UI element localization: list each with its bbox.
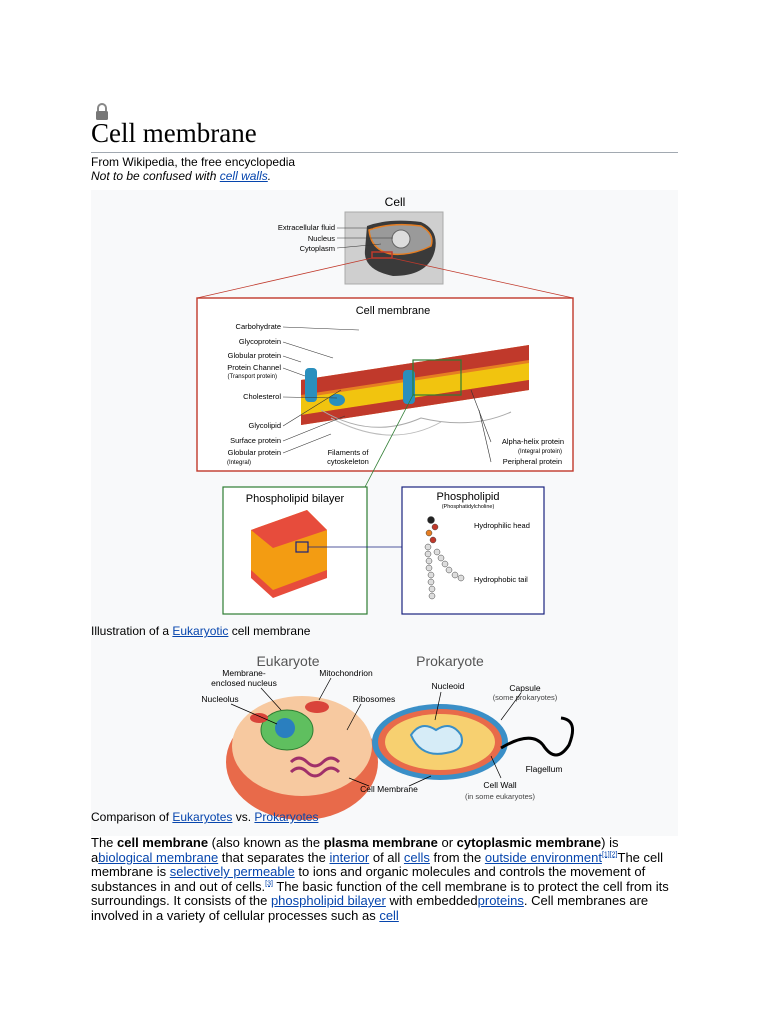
integral-protein [403,370,415,404]
figure1-caption-prefix: Illustration of a [91,624,173,638]
label-alpha-helix: Alpha-helix protein [502,437,564,446]
text-run: or [437,835,457,850]
figure1-caption: Illustration of a Eukaryotic cell membra… [91,624,310,638]
text-run: with embedded [385,893,478,909]
text-run: from the [429,849,485,865]
label-nucleus: Nucleus [308,234,335,243]
cells-link[interactable]: cells [403,849,430,865]
phospholipid-molecule [424,516,465,600]
label-surface-protein: Surface protein [230,436,281,445]
prokaryote-nucleoid [409,725,463,755]
prokaryotes-link[interactable]: Prokaryotes [254,810,319,824]
label-nucleolus: Nucleolus [201,694,238,704]
lock-icon [96,103,108,120]
text-run: (also known as the [208,835,324,850]
label-glycolipid: Glycolipid [248,421,281,430]
biological-membrane-link[interactable]: biological membrane [98,849,219,865]
term-cell-membrane: cell membrane [117,835,209,850]
label-peripheral-protein: Peripheral protein [503,457,562,466]
prokaryote-title: Prokaryote [416,653,484,669]
label-capsule-note: (some prokaryotes) [493,693,558,702]
text-run: The cell membrane is [91,849,664,880]
label-cytoplasm: Cytoplasm [300,244,335,253]
label-globular-protein-2: Globular protein [228,448,281,457]
label-cell-wall: Cell Wall [483,780,516,790]
label-integral-protein: (Integral protein) [518,449,562,455]
label-transport-protein: (Transport protein) [228,374,277,380]
label-extracellular-fluid: Extracellular fluid [278,223,335,232]
phospholipid-bilayer-link[interactable]: phospholipid bilayer [270,893,386,909]
figure-container: Cell Extracellular fluid Nucleus Cytopla… [91,190,678,836]
label-filaments: Filaments of [328,448,370,457]
eukaryotic-link[interactable]: Eukaryotic [172,624,229,638]
proteins-link[interactable]: proteins [477,893,524,909]
phospholipid-panel [401,486,545,615]
label-ribosomes: Ribosomes [353,694,396,704]
label-cell-membrane: Cell Membrane [360,784,418,794]
figure1-caption-suffix: cell membrane [228,624,311,638]
interior-link[interactable]: interior [329,849,370,865]
label-cell-wall-note: (in some eukaryotes) [465,792,536,801]
hatnote-suffix: . [267,169,272,183]
label-protein-channel: Protein Channel [227,363,281,372]
label-hydrophilic-head: Hydrophilic head [474,521,530,530]
bilayer-title: Phospholipid bilayer [246,493,345,505]
hatnote: Not to be confused with cell walls. [91,169,271,183]
text-run: to ions and organic molecules and contro… [91,864,646,894]
label-mitochondrion: Mitochondrion [319,668,373,678]
text-run: The [91,835,118,850]
text-run: . Cell membranes are involved in a varie… [91,893,649,923]
phospholipid-subtitle: (Phosphatidylcholine) [442,504,495,510]
reference-1-2[interactable]: [1][2] [601,851,618,859]
label-flagellum: Flagellum [526,764,563,774]
label-carbohydrate: Carbohydrate [236,322,281,331]
figure2-caption-mid: vs. [232,810,255,824]
cell-walls-link[interactable]: cell walls [219,169,268,183]
cell-membrane-diagram: Cell Extracellular fluid Nucleus Cytopla… [196,195,575,820]
phospholipid-title: Phospholipid [437,491,500,503]
label-capsule: Capsule [509,683,540,693]
label-glycoprotein: Glycoprotein [239,337,281,346]
label-integral: (Integral) [227,460,251,466]
text-run: The basic function of the cell membrane … [91,878,669,909]
text-run: of all [369,849,404,865]
cell-title: Cell [385,195,406,209]
cell-zoom-marker [371,251,393,259]
label-membrane-enclosed-1: Membrane- [222,668,266,678]
selectively-permeable-link[interactable]: selectively permeable [169,864,295,880]
eukaryotes-link[interactable]: Eukaryotes [172,810,233,824]
site-tagline: From Wikipedia, the free encyclopedia [91,155,296,169]
label-cytoskeleton: cytoskeleton [327,457,369,466]
label-cholesterol: Cholesterol [243,392,281,401]
label-globular-protein: Globular protein [228,351,281,360]
flagellum [500,716,575,757]
figure2-caption-prefix: Comparison of [91,810,173,824]
cell-nucleus [391,229,411,249]
label-hydrophobic-tail: Hydrophobic tail [474,575,528,584]
outside-environment-link[interactable]: outside environment [484,849,602,865]
cell-link[interactable]: cell [379,907,399,923]
figure2-caption: Comparison of Eukaryotes vs. Prokaryotes [91,810,318,824]
membrane-title: Cell membrane [356,305,431,317]
bilayer-zoom-marker [412,359,462,396]
hatnote-prefix: Not to be confused with [91,169,220,183]
eukaryote-title: Eukaryote [256,653,319,669]
label-nucleoid: Nucleoid [431,681,464,691]
title-divider [91,152,678,153]
reference-3[interactable]: [3] [265,880,273,888]
label-membrane-enclosed-2: enclosed nucleus [211,678,277,688]
page-title: Cell membrane [91,118,257,148]
article-paragraph: The cell membrane (also known as the pla… [91,835,678,924]
term-cytoplasmic-membrane: cytoplasmic membrane [456,835,602,850]
term-plasma-membrane: plasma membrane [323,835,438,850]
text-run: ) is a [91,835,619,865]
protein-channel [305,368,317,402]
text-run: that separates the [218,849,330,865]
